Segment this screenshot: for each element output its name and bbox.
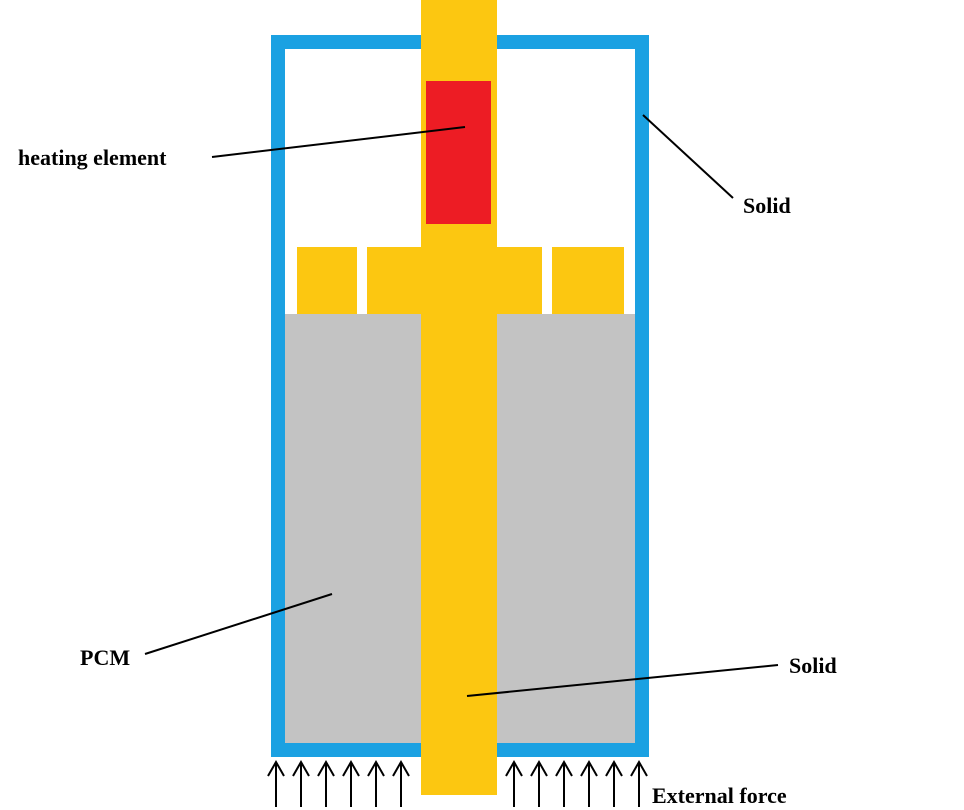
force-arrow: [392, 759, 410, 807]
force-arrow: [292, 759, 310, 807]
external-force-arrows-left: [267, 759, 410, 807]
force-arrow: [342, 759, 360, 807]
force-arrow: [505, 759, 523, 807]
external-force-arrows-right: [505, 759, 648, 807]
solid-bottom-leader: [466, 664, 779, 697]
solid-top-label: Solid: [743, 193, 791, 218]
solid-bottom-label: Solid: [789, 653, 837, 678]
force-arrow: [555, 759, 573, 807]
force-arrow: [605, 759, 623, 807]
heating-element-block: [426, 81, 491, 224]
pcm-label: PCM: [80, 645, 130, 670]
solid-top-leader: [642, 114, 734, 199]
heating-element-label: heating element: [18, 145, 167, 170]
force-arrow: [367, 759, 385, 807]
pcm-leader: [144, 593, 333, 655]
pcm-left-block: [283, 314, 423, 746]
force-arrow: [530, 759, 548, 807]
external-force-label: External force: [652, 783, 787, 808]
force-arrow: [267, 759, 285, 807]
force-arrow: [317, 759, 335, 807]
force-arrow: [630, 759, 648, 807]
heating-element-leader: [211, 126, 466, 158]
force-arrow: [580, 759, 598, 807]
container-outline: [271, 35, 649, 757]
pcm-right-block: [494, 314, 635, 746]
